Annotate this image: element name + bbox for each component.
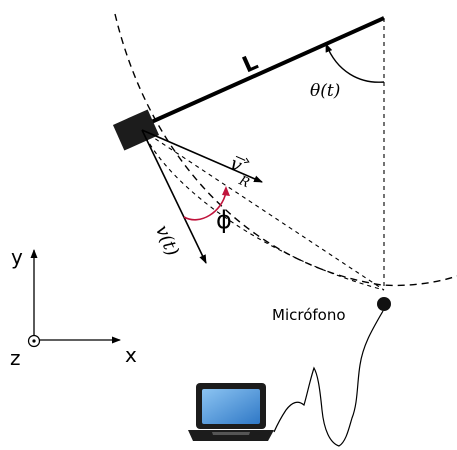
v-radial-subscript: R [236, 173, 252, 191]
phi-angle-arc [183, 191, 227, 221]
rod-label: L [239, 50, 262, 79]
v-radial-arrow-accent [235, 155, 250, 164]
microphone-dot-icon [377, 297, 391, 311]
axis-y-label: y [11, 245, 23, 269]
axis-x-label: x [125, 343, 137, 367]
tangent-dashed-curve [141, 129, 385, 291]
pendulum-path-arc [114, 13, 457, 287]
theta-angle-arc [325, 43, 385, 83]
line-of-sight [141, 129, 385, 291]
theta-label: θ(t) [310, 81, 340, 101]
laptop-icon [188, 383, 274, 441]
pendulum-mass-icon [112, 109, 160, 151]
v-tangential-vector [141, 129, 207, 264]
phi-label: ϕ [216, 206, 232, 234]
microphone-cable [273, 310, 384, 447]
v-radial-vector [141, 129, 263, 183]
microphone-label: Micrófono [272, 306, 346, 324]
pendulum-rod [137, 16, 385, 130]
phi-arc-arrowhead [222, 186, 230, 196]
v-tangential-label: v(t) [151, 222, 183, 259]
out-of-page-icon [27, 334, 41, 348]
axis-z-label: z [10, 346, 21, 370]
